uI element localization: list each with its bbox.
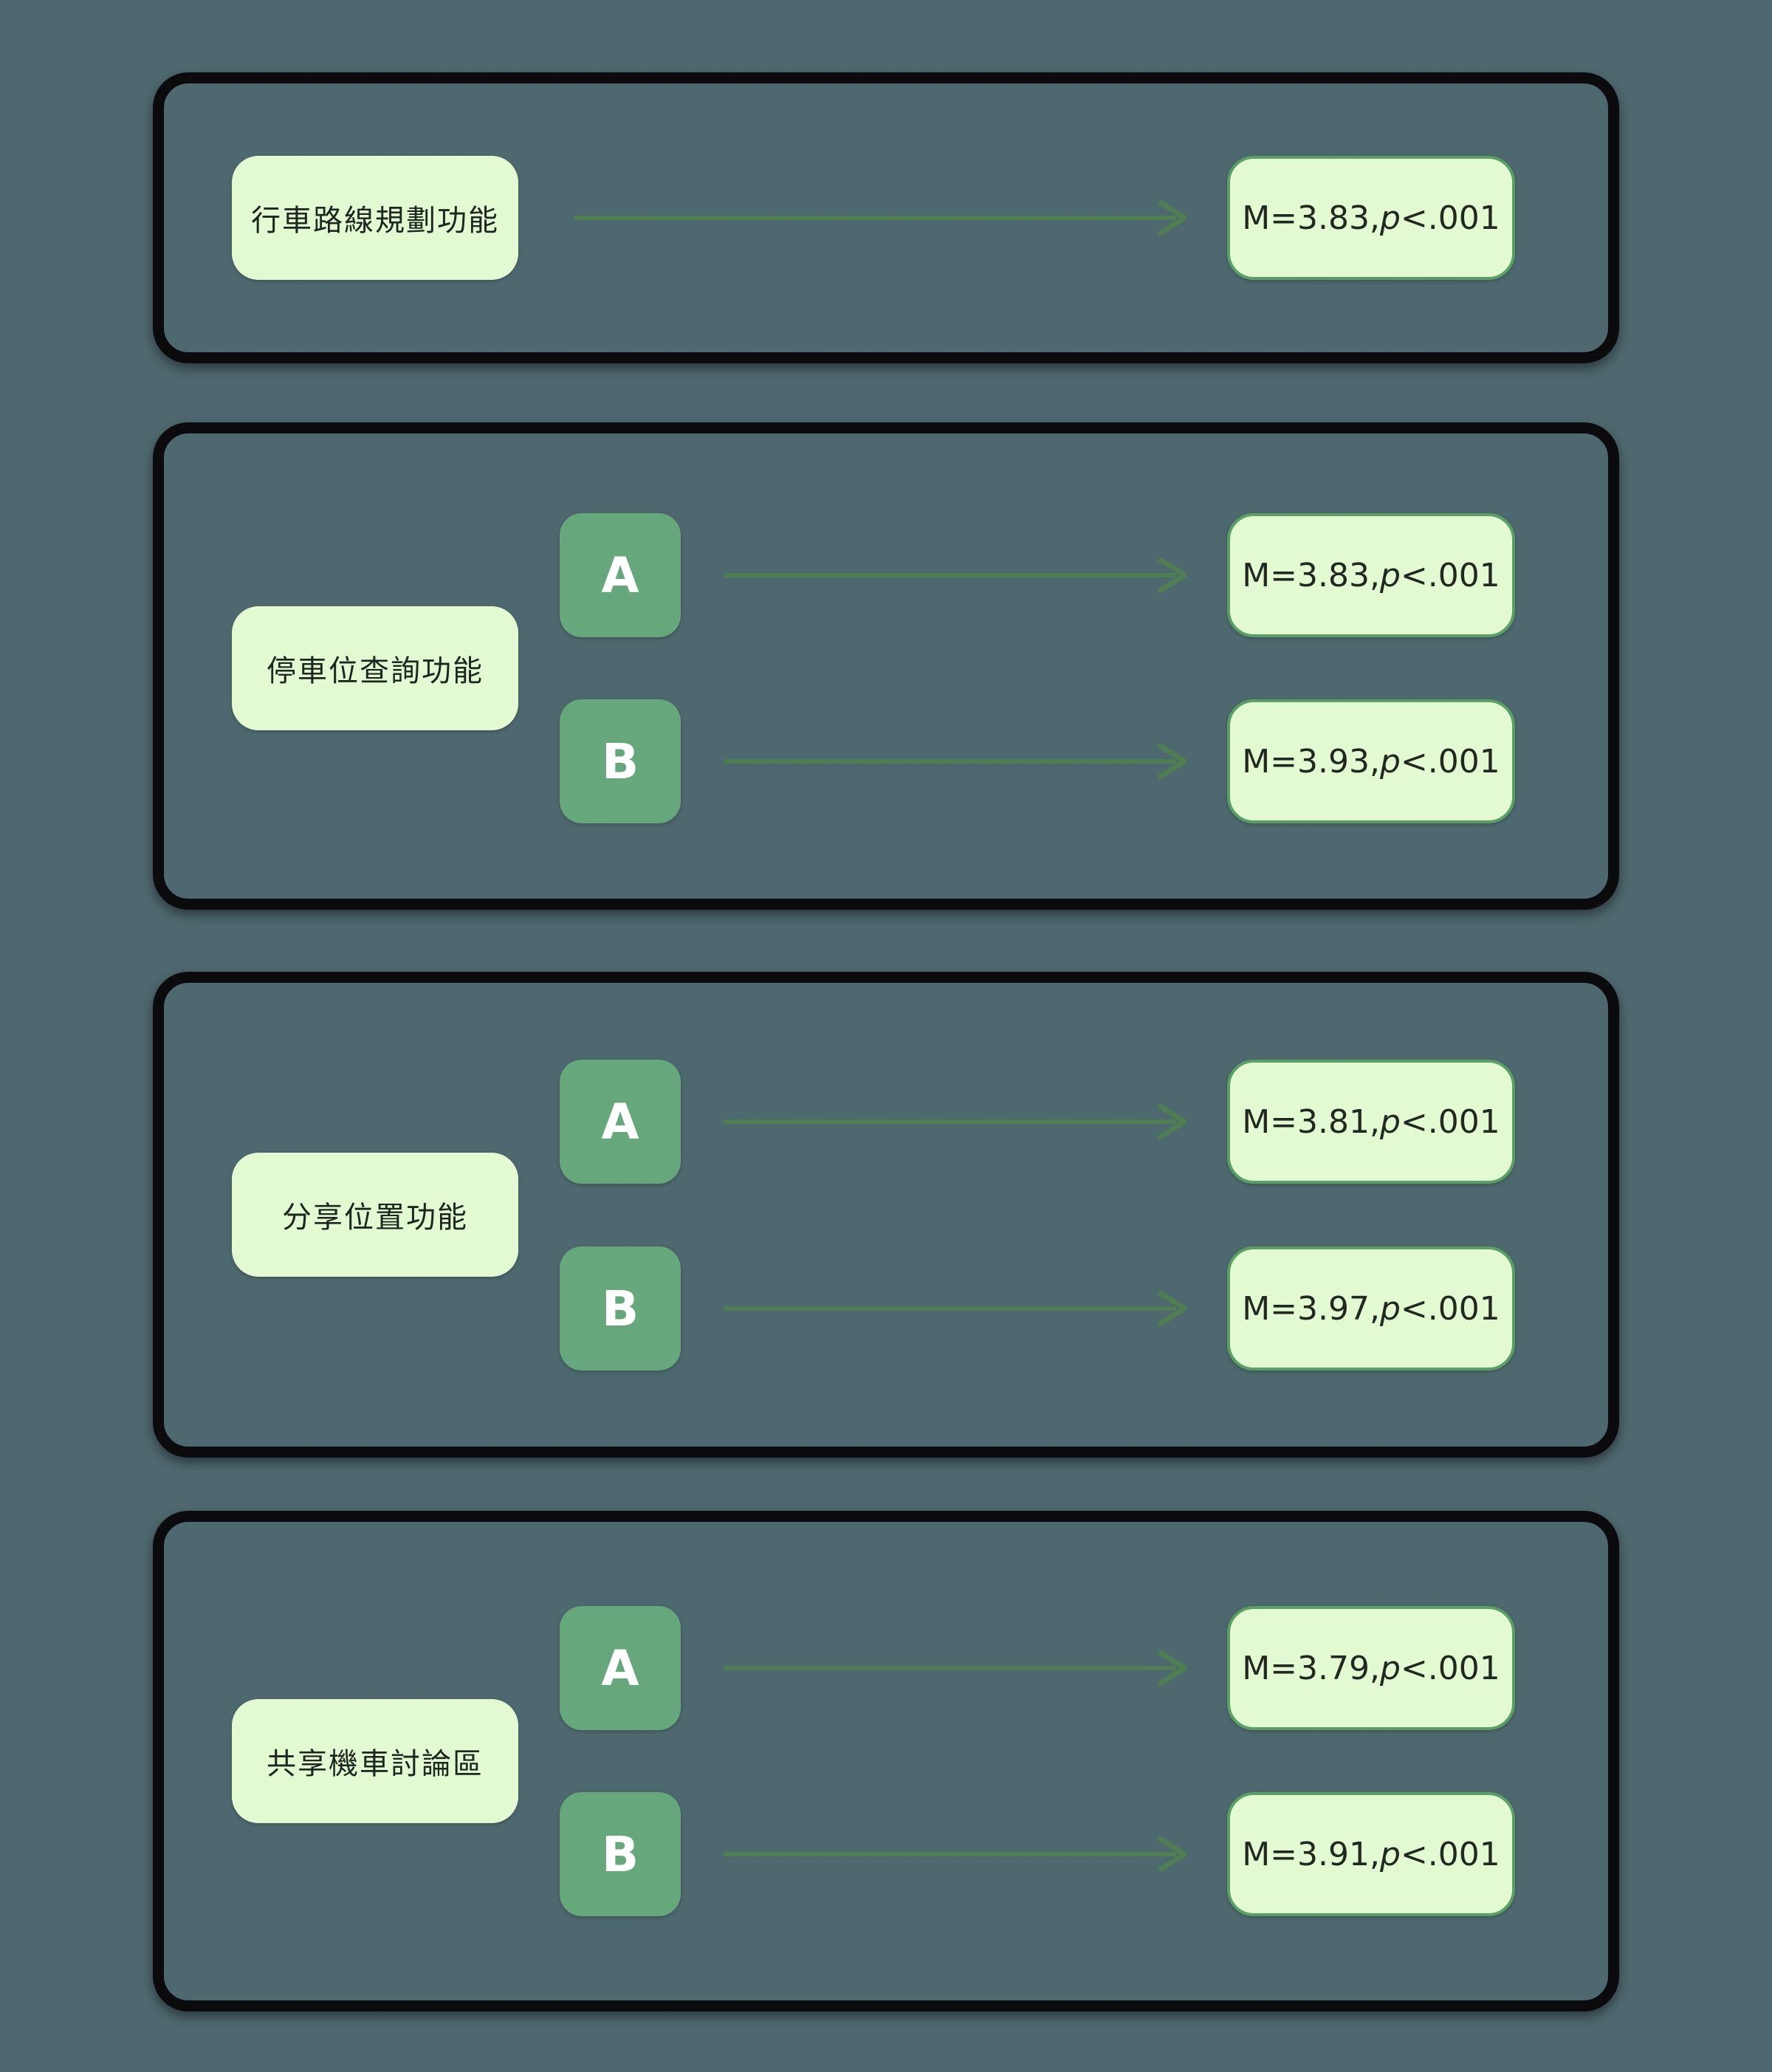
group-b-badge: B xyxy=(560,1246,681,1371)
result-mean: M=3.97, xyxy=(1242,1289,1380,1328)
arrow-connector xyxy=(724,1279,1187,1338)
group-a-badge: A xyxy=(560,1606,681,1730)
result-stat-box: M=3.83,p<.001 xyxy=(1227,156,1515,280)
result-mean: M=3.83, xyxy=(1242,556,1380,594)
result-p: p xyxy=(1380,556,1401,594)
group-b-letter: B xyxy=(601,733,639,790)
feature-label: 行車路線規劃功能 xyxy=(232,156,518,280)
result-stat-box: M=3.93,p<.001 xyxy=(1227,699,1515,823)
group-b-letter: B xyxy=(601,1825,639,1883)
result-mean: M=3.81, xyxy=(1242,1102,1380,1141)
arrow-icon xyxy=(724,1290,1187,1327)
group-a-letter: A xyxy=(601,1639,639,1697)
result-mean: M=3.93, xyxy=(1242,742,1380,781)
arrow-connector xyxy=(724,1639,1187,1698)
result-stat-box: M=3.97,p<.001 xyxy=(1227,1246,1515,1371)
group-a-letter: A xyxy=(601,546,639,604)
arrow-icon xyxy=(574,199,1187,236)
group-a-letter: A xyxy=(601,1093,639,1150)
arrow-icon xyxy=(724,557,1187,594)
panel-route-planning: 行車路線規劃功能 M=3.83,p<.001 xyxy=(153,72,1619,363)
result-stat-box: M=3.81,p<.001 xyxy=(1227,1060,1515,1184)
feature-label: 分享位置功能 xyxy=(232,1153,518,1277)
result-p: p xyxy=(1380,1835,1401,1873)
panel-scooter-forum: 共享機車討論區 A M=3.79,p<.001 B M=3.91,p<.001 xyxy=(153,1511,1619,2011)
feature-label: 停車位查詢功能 xyxy=(232,606,518,730)
result-stat-box: M=3.83,p<.001 xyxy=(1227,513,1515,637)
result-p: p xyxy=(1380,742,1401,781)
result-mean: M=3.79, xyxy=(1242,1649,1380,1687)
result-stat-box: M=3.79,p<.001 xyxy=(1227,1606,1515,1730)
arrow-connector xyxy=(724,546,1187,605)
arrow-connector xyxy=(574,188,1187,247)
feature-label-text: 行車路線規劃功能 xyxy=(251,204,499,238)
result-threshold: <.001 xyxy=(1400,1835,1500,1873)
result-threshold: <.001 xyxy=(1400,742,1500,781)
result-p: p xyxy=(1380,1649,1401,1687)
result-mean: M=3.91, xyxy=(1242,1835,1380,1873)
group-a-badge: A xyxy=(560,513,681,637)
group-b-letter: B xyxy=(601,1280,639,1337)
result-threshold: <.001 xyxy=(1400,1649,1500,1687)
arrow-connector xyxy=(724,732,1187,791)
feature-label-text: 共享機車討論區 xyxy=(267,1747,484,1781)
result-stat-box: M=3.91,p<.001 xyxy=(1227,1792,1515,1916)
result-p: p xyxy=(1380,1289,1401,1328)
arrow-icon xyxy=(724,1103,1187,1140)
arrow-icon xyxy=(724,1836,1187,1873)
arrow-icon xyxy=(724,1650,1187,1687)
feature-label-text: 停車位查詢功能 xyxy=(267,654,484,688)
result-threshold: <.001 xyxy=(1400,556,1500,594)
result-threshold: <.001 xyxy=(1400,199,1500,237)
result-threshold: <.001 xyxy=(1400,1102,1500,1141)
feature-label-text: 分享位置功能 xyxy=(282,1201,468,1235)
arrow-connector xyxy=(724,1825,1187,1884)
result-p: p xyxy=(1380,199,1401,237)
group-a-badge: A xyxy=(560,1060,681,1184)
result-threshold: <.001 xyxy=(1400,1289,1500,1328)
group-b-badge: B xyxy=(560,1792,681,1916)
result-p: p xyxy=(1380,1102,1401,1141)
arrow-connector xyxy=(724,1092,1187,1151)
panel-location-sharing: 分享位置功能 A M=3.81,p<.001 B M=3.97,p<.001 xyxy=(153,972,1619,1458)
feature-label: 共享機車討論區 xyxy=(232,1699,518,1823)
panel-parking-search: 停車位查詢功能 A M=3.83,p<.001 B M=3.93,p<.001 xyxy=(153,422,1619,910)
result-mean: M=3.83, xyxy=(1242,199,1380,237)
arrow-icon xyxy=(724,743,1187,780)
group-b-badge: B xyxy=(560,699,681,823)
